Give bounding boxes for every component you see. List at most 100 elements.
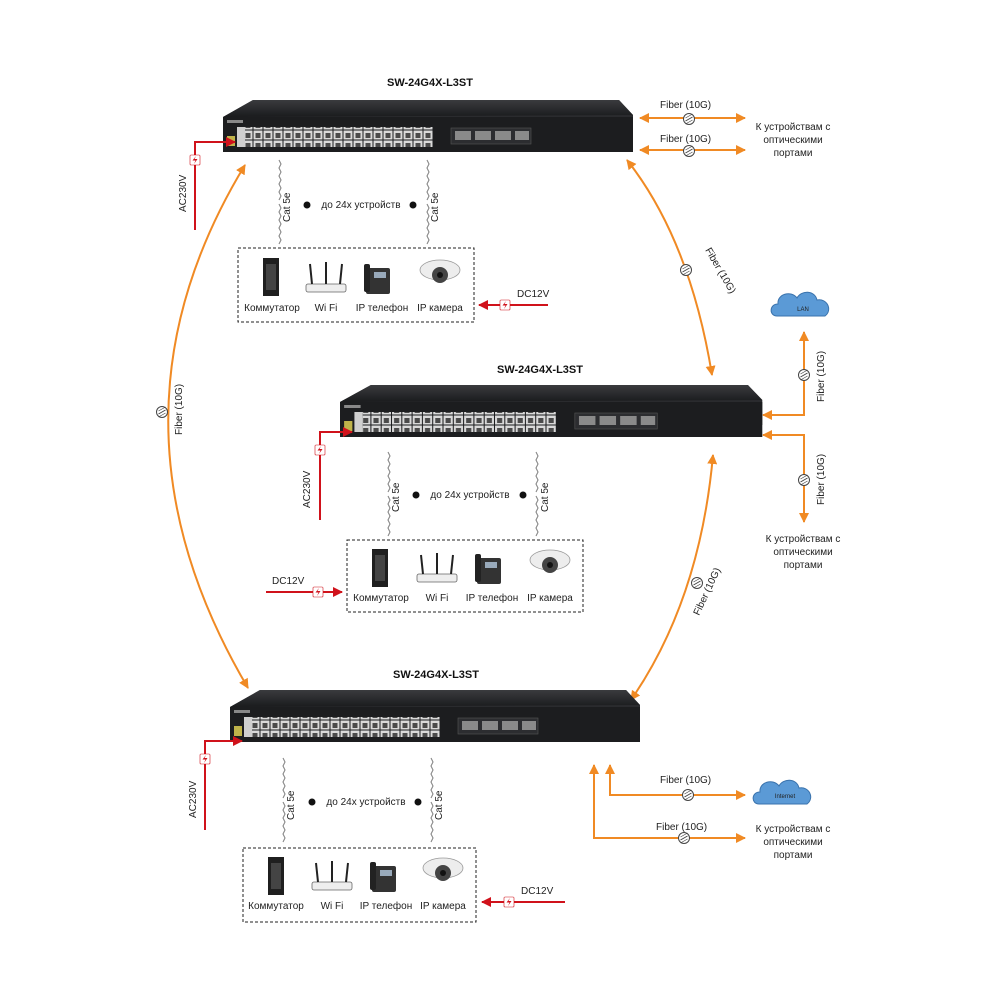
wifi-router-icon <box>416 553 458 583</box>
fiber-coupler-icon <box>683 145 695 157</box>
dc-power-1: DC12V <box>478 289 550 311</box>
ip-phone-icon <box>475 554 501 584</box>
svg-text:до 24х устройств: до 24х устройств <box>321 200 400 211</box>
switch-3: SW-24G4X-L3ST <box>229 669 641 743</box>
fiber-label: Fiber (10G) <box>702 246 737 296</box>
svg-text:Cat 5e: Cat 5e <box>540 482 551 512</box>
svg-text:Wi Fi: Wi Fi <box>315 303 338 314</box>
fiber-label: Fiber (10G) <box>692 566 724 617</box>
device-box-2: Коммутатор Wi Fi IP телефон IP камера <box>346 539 584 613</box>
svg-text:оптическими: оптическими <box>773 547 832 558</box>
ip-phone-icon <box>370 862 396 892</box>
device-box-1: Коммутатор Wi Fi IP телефон IP камера <box>237 247 475 323</box>
svg-text:IP телефон: IP телефон <box>356 302 408 314</box>
industrial-switch-icon <box>372 549 388 587</box>
optical-devices-label-1: К устройствам с оптическими портами <box>756 122 831 159</box>
svg-text:портами: портами <box>774 148 813 159</box>
fiber-label: Fiber (10G) <box>816 454 827 505</box>
svg-text:IP камера: IP камера <box>417 303 463 314</box>
ip-phone-icon <box>364 264 390 294</box>
fiber-coupler-icon <box>798 369 810 381</box>
svg-text:Internet: Internet <box>775 794 796 800</box>
svg-text:AC230V: AC230V <box>302 470 313 508</box>
fiber-label: Fiber (10G) <box>816 351 827 402</box>
lightning-icon <box>499 299 511 311</box>
svg-text:DC12V: DC12V <box>517 289 550 300</box>
svg-text:AC230V: AC230V <box>188 780 199 818</box>
svg-text:Cat 5e: Cat 5e <box>286 790 297 820</box>
fiber-coupler-icon <box>691 577 703 589</box>
switch-model-label: SW-24G4X-L3ST <box>387 77 473 89</box>
svg-text:LAN: LAN <box>797 307 809 313</box>
ac-power-2: AC230V <box>302 427 353 520</box>
optical-devices-label-3: К устройствам с оптическими портами <box>756 824 831 861</box>
lightning-icon <box>314 444 326 456</box>
ip-camera-icon <box>422 857 464 881</box>
svg-text:до 24х устройств: до 24х устройств <box>326 797 405 808</box>
lightning-icon <box>312 586 324 598</box>
ac-power-3: AC230V <box>188 736 243 830</box>
wifi-router-icon <box>305 262 347 293</box>
svg-text:AC230V: AC230V <box>178 174 189 212</box>
ac-power-1: AC230V <box>178 137 236 230</box>
svg-text:Cat 5e: Cat 5e <box>430 192 441 222</box>
switch-model-label: SW-24G4X-L3ST <box>393 669 479 681</box>
dc-power-3: DC12V <box>481 886 565 908</box>
svg-text:IP камера: IP камера <box>420 901 466 912</box>
svg-text:DC12V: DC12V <box>272 576 305 587</box>
ip-camera-icon <box>529 549 571 573</box>
fiber-label: Fiber (10G) <box>660 100 711 111</box>
svg-text:Wi Fi: Wi Fi <box>426 593 449 604</box>
svg-text:К устройствам с: К устройствам с <box>756 824 831 835</box>
switch-1: SW-24G4X-L3ST <box>222 77 634 153</box>
svg-text:Cat 5e: Cat 5e <box>391 482 402 512</box>
ip-camera-icon <box>419 259 461 283</box>
svg-text:Cat 5e: Cat 5e <box>282 192 293 222</box>
switch-2: SW-24G4X-L3ST <box>339 364 763 438</box>
lightning-icon <box>199 753 211 765</box>
rack-switch <box>339 384 763 438</box>
svg-text:оптическими: оптическими <box>763 837 822 848</box>
internet-cloud: Internet <box>752 779 812 805</box>
fiber-label: Fiber (10G) <box>656 822 707 833</box>
svg-text:Wi Fi: Wi Fi <box>321 901 344 912</box>
svg-text:портами: портами <box>774 850 813 861</box>
fiber-label: Fiber (10G) <box>174 384 185 435</box>
industrial-switch-icon <box>268 857 284 895</box>
svg-text:DC12V: DC12V <box>521 886 554 897</box>
wifi-router-icon <box>311 861 353 891</box>
svg-text:К устройствам с: К устройствам с <box>766 534 841 545</box>
cloud-icon <box>752 779 812 805</box>
dc-power-2: DC12V <box>266 576 343 598</box>
svg-text:Cat 5e: Cat 5e <box>434 790 445 820</box>
lightning-icon <box>503 896 515 908</box>
optical-devices-label-2: К устройствам с оптическими портами <box>766 534 841 571</box>
svg-text:Коммутатор: Коммутатор <box>353 593 409 604</box>
svg-text:К устройствам с: К устройствам с <box>756 122 831 133</box>
device-box-3: Коммутатор Wi Fi IP телефон IP камера <box>242 847 477 923</box>
fiber-label: Fiber (10G) <box>660 134 711 145</box>
fiber-coupler-icon <box>683 113 695 125</box>
lan-cloud: LAN <box>770 291 830 317</box>
lightning-icon <box>189 154 201 166</box>
cat-cables-3: Cat 5e Cat 5e до 24х устройств <box>282 757 445 843</box>
fiber-coupler-icon <box>798 474 810 486</box>
fiber-coupler-icon <box>682 789 694 801</box>
svg-text:IP телефон: IP телефон <box>360 900 412 912</box>
svg-text:портами: портами <box>784 560 823 571</box>
cat-cables-2: Cat 5e Cat 5e до 24х устройств <box>387 451 551 537</box>
rack-switch <box>229 689 641 743</box>
fiber-coupler-icon <box>156 406 168 418</box>
svg-text:IP телефон: IP телефон <box>466 592 518 604</box>
rack-switch <box>222 99 634 153</box>
industrial-switch-icon <box>263 258 279 296</box>
fiber-coupler-icon <box>680 264 692 276</box>
svg-text:Коммутатор: Коммутатор <box>244 303 300 314</box>
fiber-coupler-icon <box>678 832 690 844</box>
fiber-label: Fiber (10G) <box>660 775 711 786</box>
svg-text:IP камера: IP камера <box>527 593 573 604</box>
svg-text:до 24х устройств: до 24х устройств <box>430 490 509 501</box>
cat-cables-1: Cat 5e Cat 5e до 24х устройств <box>278 159 441 245</box>
svg-text:оптическими: оптическими <box>763 135 822 146</box>
